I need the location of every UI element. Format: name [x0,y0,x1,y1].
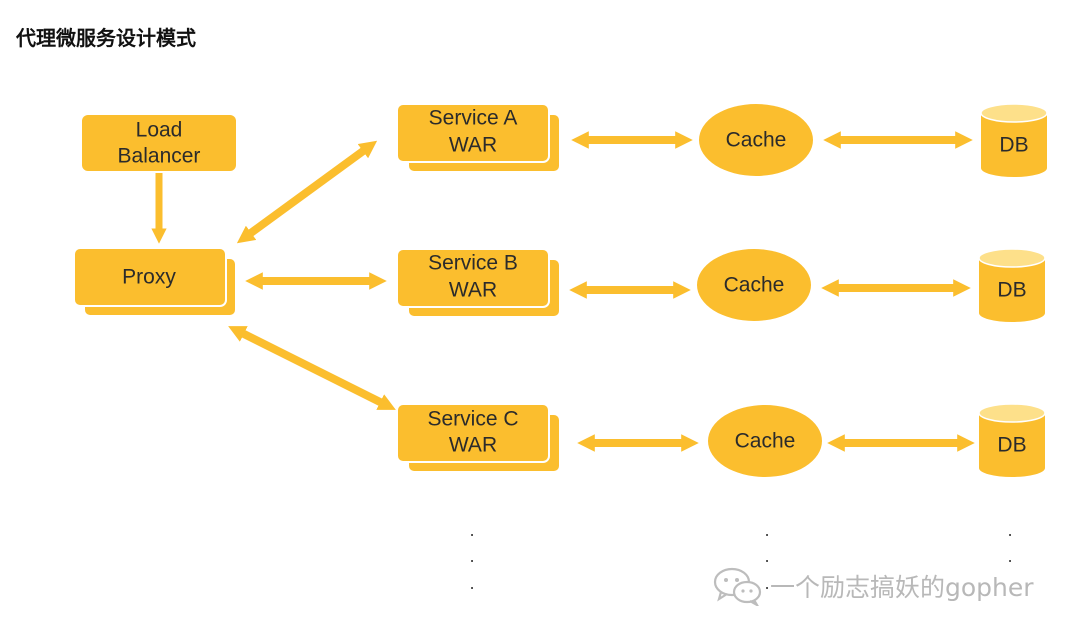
cache-b-node: Cache [697,249,811,321]
cache-a-label: Cache [726,129,787,152]
load-balancer-label-line1: Load [136,119,183,142]
db-b-node: DB [978,248,1046,322]
db-a-node: DB [980,103,1048,177]
db-b-label: DB [997,279,1026,302]
page-title: 代理微服务设计模式 [16,26,196,50]
ellipsis-dot: . [469,574,474,593]
cache-c-label: Cache [735,430,796,453]
wechat-icon [713,567,762,606]
cache-b-label: Cache [724,274,785,297]
cache-a-node: Cache [699,104,813,176]
service-c-node: Service C WAR [396,403,561,473]
ellipsis-services: . . . [469,521,474,593]
watermark-text: 一个励志搞妖的gopher [770,573,1034,602]
ellipsis-dot: . [469,547,474,566]
proxy-node: Proxy [73,247,237,317]
proxy-service-c-arrow [228,326,396,410]
ellipsis-caches: . . . [764,521,769,593]
service-c-label-line2: WAR [449,434,497,457]
ellipsis-dot: . [469,521,474,540]
ellipsis-dbs: . . [1007,521,1012,566]
watermark: 一个励志搞妖的gopher [712,566,1034,606]
service-a-label-line2: WAR [449,134,497,157]
proxy-service-a-arrow [236,140,378,244]
service-a-label-line1: Service A [429,107,518,130]
service-b-label-line1: Service B [428,252,518,275]
ellipsis-dot: . [764,547,769,566]
service-c-label-line1: Service C [427,408,518,431]
service-b-node: Service B WAR [396,248,561,318]
db-c-node: DB [978,403,1046,477]
load-balancer-label-line2: Balancer [118,145,201,168]
service-b-label-line2: WAR [449,279,497,302]
ellipsis-dot: . [764,521,769,540]
proxy-label: Proxy [122,266,176,289]
ellipsis-dot: . [764,574,769,593]
ellipsis-dot: . [1007,547,1012,566]
cache-c-node: Cache [708,405,822,477]
service-a-node: Service A WAR [396,103,561,173]
db-a-label: DB [999,134,1028,157]
ellipsis-dot: . [1007,521,1012,540]
db-c-label: DB [997,434,1026,457]
load-balancer-node: Load Balancer [82,115,236,171]
